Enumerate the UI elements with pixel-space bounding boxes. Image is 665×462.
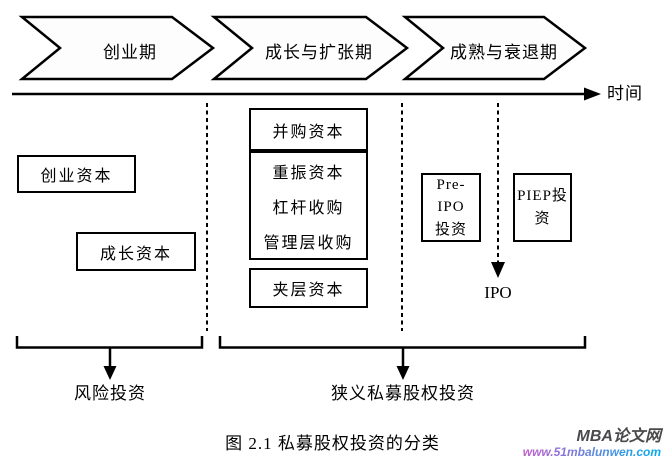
- mezzanine-capital-label: 夹层资本: [272, 282, 345, 299]
- ipo-arrowhead-icon: [491, 262, 505, 278]
- management-buyout-label: 管理层收购: [263, 234, 354, 252]
- buyout-capital-label: 并购资本: [272, 123, 345, 141]
- revitalize-capital-label: 重振资本: [272, 164, 345, 182]
- time-axis-arrowhead-icon: [584, 87, 601, 101]
- phase-chevron-startup: [18, 15, 216, 81]
- phase-label-growth: 成长与扩张期: [265, 43, 373, 62]
- growth-capital-box: 成长资本: [76, 232, 196, 271]
- narrow-pe-summary-label: 狭义私募股权投资: [331, 384, 475, 403]
- phase-label-startup: 创业期: [103, 43, 157, 62]
- watermark: MBA论文网 www.51mbalunwen.com: [523, 428, 661, 459]
- venture-investment-summary-label: 风险投资: [74, 384, 146, 403]
- phase-chevron-maturity: [401, 15, 588, 81]
- phase-label-maturity: 成熟与衰退期: [450, 43, 558, 62]
- watermark-site-name: MBA论文网: [576, 428, 661, 446]
- time-axis-label: 时间: [607, 84, 643, 103]
- phase-chevron-growth: [210, 15, 410, 81]
- buyout-capital-box: 并购资本: [249, 108, 368, 151]
- bracket-right: [218, 336, 587, 349]
- bracket-left-arrowhead-icon: [103, 366, 117, 380]
- mezzanine-capital-box: 夹层资本: [249, 268, 368, 308]
- venture-capital-label: 创业资本: [40, 168, 113, 185]
- pre-ipo-label-line2: 投资: [434, 221, 467, 238]
- piep-label-line1: PIEP投: [517, 188, 568, 204]
- piep-box: PIEP投 资: [513, 173, 572, 242]
- piep-label-line2: 资: [534, 210, 551, 227]
- leveraged-buyout-label: 杠杆收购: [272, 199, 345, 217]
- pre-ipo-box: Pre-IPO 投资: [421, 173, 481, 242]
- bracket-right-arrowhead-icon: [396, 366, 410, 380]
- bracket-left: [15, 336, 204, 349]
- watermark-site-url: www.51mbalunwen.com: [522, 444, 661, 459]
- figure-caption: 图 2.1 私募股权投资的分类: [225, 434, 440, 453]
- growth-capital-label: 成长资本: [99, 245, 172, 263]
- ipo-label: IPO: [484, 283, 512, 302]
- mid-stage-group-box: 重振资本 杠杆收购 管理层收购: [249, 151, 368, 260]
- venture-capital-box: 创业资本: [17, 155, 136, 193]
- pre-ipo-label-line1: Pre-IPO: [436, 176, 466, 216]
